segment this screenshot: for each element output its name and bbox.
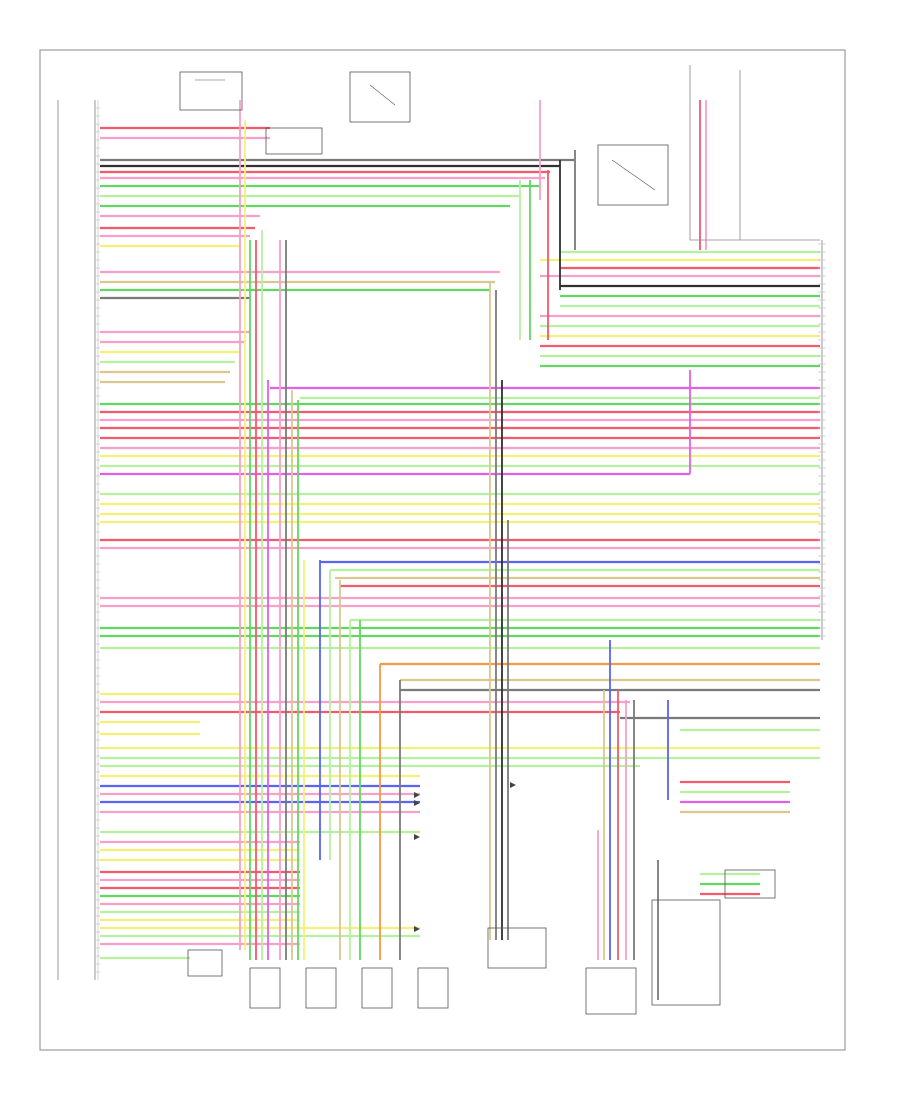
fuse-box <box>349 71 411 123</box>
injector-2 <box>305 967 337 1009</box>
canister-valve <box>651 899 721 1006</box>
top-right-sensor <box>689 65 820 241</box>
injector-1 <box>249 967 281 1009</box>
injector-3 <box>361 967 393 1009</box>
wire-harness <box>100 126 820 960</box>
distributor <box>585 967 637 1015</box>
splice-points <box>414 782 516 932</box>
throttle-body-connector <box>487 927 547 969</box>
rear-o2-connector <box>724 869 776 899</box>
ignition-switch <box>179 71 243 111</box>
wire-drops <box>96 100 826 1000</box>
diagram-frame <box>39 49 846 1051</box>
main-relay <box>597 144 669 206</box>
knock-sensor <box>187 949 223 977</box>
fuel-tank-connector <box>265 127 323 155</box>
injector-4 <box>417 967 449 1009</box>
